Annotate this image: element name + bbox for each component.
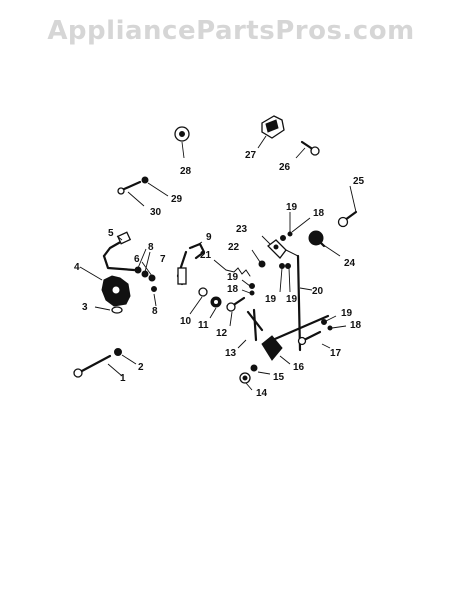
callout-5: 5 bbox=[108, 228, 114, 239]
watermark: AppliancePartsPros.com bbox=[47, 16, 415, 46]
callout-18b: 18 bbox=[227, 284, 239, 295]
callout-17: 17 bbox=[330, 348, 342, 359]
callout-18a: 18 bbox=[313, 208, 325, 219]
part-3-ring bbox=[111, 306, 123, 314]
part-8-washer-b bbox=[151, 286, 157, 292]
part-9-linkage bbox=[176, 242, 206, 286]
callout-26: 26 bbox=[279, 162, 291, 173]
callout-30: 30 bbox=[150, 207, 162, 218]
callout-3: 3 bbox=[82, 302, 88, 313]
callout-19a: 19 bbox=[286, 202, 298, 213]
part-29-washer bbox=[141, 176, 149, 184]
callout-18c: 18 bbox=[350, 320, 362, 331]
part-15-washer bbox=[250, 364, 258, 372]
part-27-clip bbox=[261, 115, 285, 139]
callout-10: 10 bbox=[180, 316, 192, 327]
part-1-bolt bbox=[73, 354, 112, 378]
callout-12: 12 bbox=[216, 328, 228, 339]
callout-21: 21 bbox=[200, 250, 212, 261]
part-21-spring bbox=[225, 267, 251, 277]
part-18-pin-a bbox=[287, 231, 293, 237]
part-12-bolt bbox=[226, 296, 246, 312]
callout-6: 6 bbox=[134, 254, 140, 265]
callout-20: 20 bbox=[312, 286, 324, 297]
part-18-pin-b bbox=[249, 290, 255, 296]
part-26-bolt bbox=[300, 140, 320, 156]
callout-7: 7 bbox=[160, 254, 166, 265]
callout-19c: 19 bbox=[265, 294, 277, 305]
callout-27: 27 bbox=[245, 150, 257, 161]
part-19-washer-b bbox=[279, 263, 285, 269]
callout-29: 29 bbox=[171, 194, 183, 205]
callout-28: 28 bbox=[180, 166, 192, 177]
part-19-washer-c bbox=[285, 263, 291, 269]
callout-8b: 8 bbox=[152, 306, 158, 317]
part-5-rod bbox=[102, 231, 136, 272]
part-25-bolt bbox=[337, 210, 358, 228]
part-20-rod bbox=[296, 254, 302, 352]
callout-23: 23 bbox=[236, 224, 248, 235]
part-17-bolt bbox=[297, 330, 322, 346]
callout-4: 4 bbox=[74, 262, 80, 273]
callout-19e: 19 bbox=[341, 308, 353, 319]
callout-19b: 19 bbox=[227, 272, 239, 283]
part-19-washer-e bbox=[321, 319, 327, 325]
part-23-bracket bbox=[267, 239, 299, 259]
part-14-nut bbox=[239, 372, 251, 384]
part-30-screw bbox=[117, 180, 142, 195]
leader-lines bbox=[79, 135, 357, 391]
part-11-bushing bbox=[210, 296, 222, 308]
part-2-nut bbox=[114, 348, 122, 356]
part-19-washer-d bbox=[249, 283, 255, 289]
part-24-knob bbox=[308, 230, 326, 248]
callout-22: 22 bbox=[228, 242, 240, 253]
part-19-washer-a bbox=[280, 235, 286, 241]
callout-24: 24 bbox=[344, 258, 356, 269]
part-10-washer bbox=[198, 287, 208, 297]
part-8-washer-a bbox=[148, 274, 156, 282]
callout-9: 9 bbox=[206, 232, 212, 243]
part-4-gear bbox=[101, 275, 131, 307]
callout-1: 1 bbox=[120, 373, 126, 384]
part-22-washer bbox=[258, 260, 266, 268]
callout-14: 14 bbox=[256, 388, 268, 399]
callout-13: 13 bbox=[225, 348, 237, 359]
part-16-lever bbox=[261, 314, 330, 361]
callout-25: 25 bbox=[353, 176, 365, 187]
callout-2: 2 bbox=[138, 362, 144, 373]
callout-11: 11 bbox=[198, 320, 209, 331]
callout-19d: 19 bbox=[286, 294, 298, 305]
part-13-shaft bbox=[246, 308, 264, 342]
callout-16: 16 bbox=[293, 362, 305, 373]
part-18-pin-c bbox=[327, 325, 333, 331]
part-28-nut bbox=[174, 126, 190, 142]
callout-15: 15 bbox=[273, 372, 285, 383]
callout-8a: 8 bbox=[148, 242, 154, 253]
